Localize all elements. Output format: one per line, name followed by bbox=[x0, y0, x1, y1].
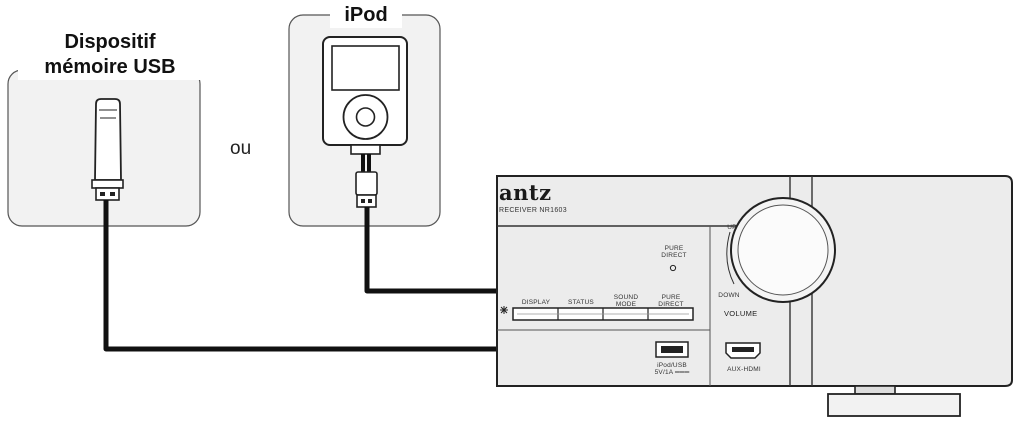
asterisk-icon bbox=[500, 306, 508, 314]
hdmi-port-icon bbox=[725, 342, 761, 359]
pure-direct-indicator-light bbox=[669, 264, 677, 272]
hdmi-port-label: AUX-HDMI bbox=[727, 366, 761, 373]
receiver-model-label: RECEIVER NR1603 bbox=[499, 207, 567, 214]
button-label-pure-direct: PURE DIRECT bbox=[658, 294, 684, 308]
pure-direct-indicator-label: PURE DIRECT bbox=[661, 245, 687, 259]
or-label: ou bbox=[230, 138, 252, 159]
volume-knob-icon bbox=[730, 197, 836, 303]
button-label-display: DISPLAY bbox=[521, 299, 551, 306]
volume-label: VOLUME bbox=[724, 309, 758, 318]
volume-down-label: DOWN bbox=[718, 292, 740, 299]
button-label-status: STATUS bbox=[568, 299, 594, 306]
ipod-icon bbox=[322, 36, 408, 146]
button-label-sound-mode: SOUND MODE bbox=[613, 294, 639, 308]
usb-port-icon bbox=[655, 341, 689, 358]
front-panel-button-strip bbox=[512, 307, 694, 321]
usb-flash-drive-icon bbox=[91, 98, 124, 201]
usb-port-label: iPod/USB 5V/1A ═══ bbox=[654, 362, 690, 376]
ipod-label: iPod bbox=[330, 3, 402, 28]
receiver-brand-logo: antz bbox=[499, 180, 552, 205]
receiver-foot bbox=[827, 385, 961, 417]
volume-up-label: UP bbox=[727, 224, 737, 231]
usb-device-cable bbox=[103, 200, 660, 352]
volume-arc-icon bbox=[726, 231, 735, 285]
usb-device-label: Dispositif mémoire USB bbox=[18, 30, 202, 80]
